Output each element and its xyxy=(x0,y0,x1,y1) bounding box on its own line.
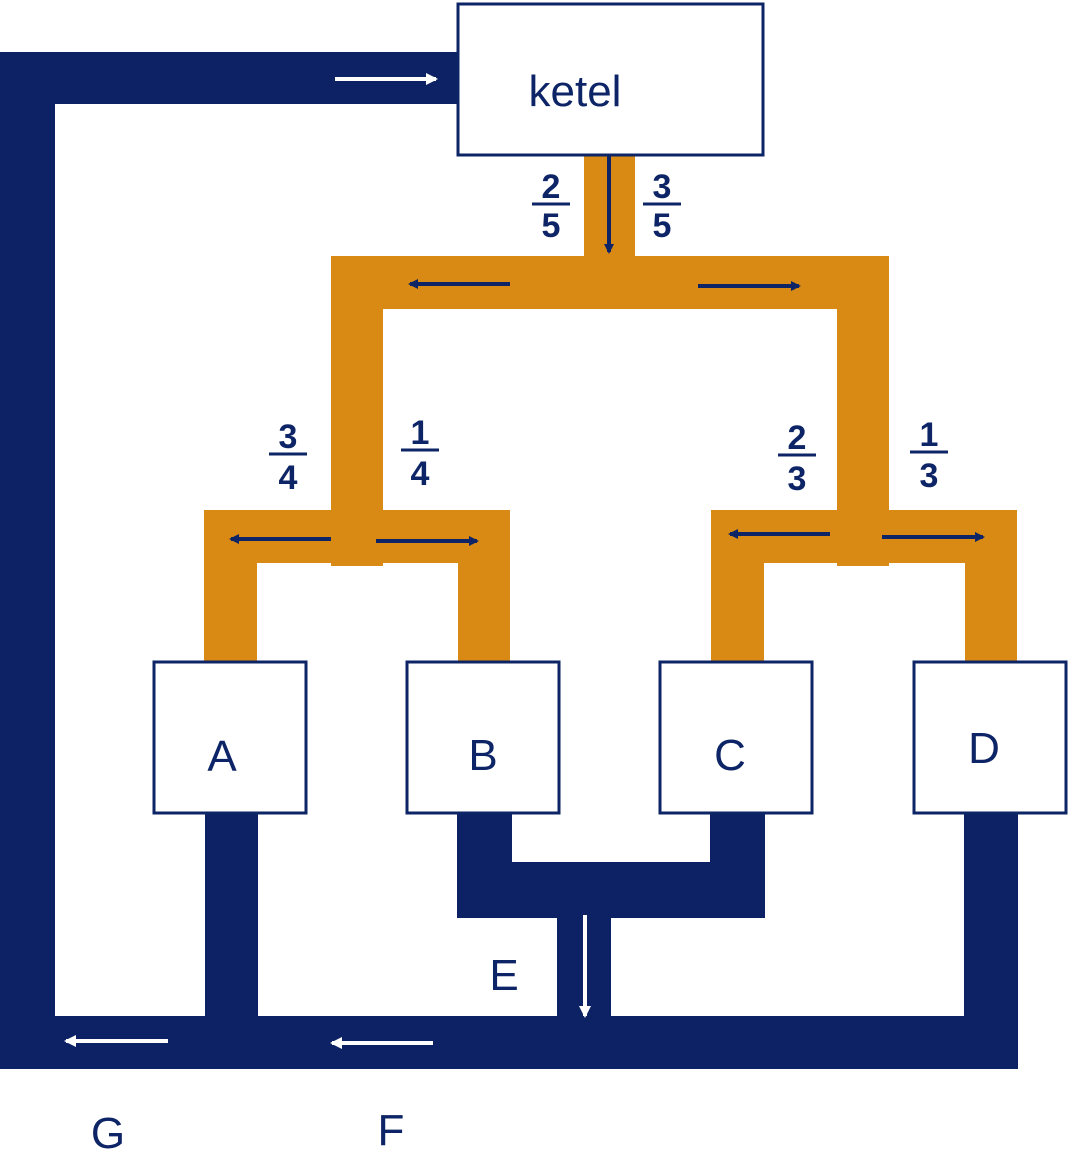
fraction-top-left-denominator: 5 xyxy=(542,207,561,245)
point-label-f: F xyxy=(378,1106,405,1154)
fraction-left-right: 1 4 xyxy=(401,414,439,493)
point-label-e: E xyxy=(489,951,518,1000)
return-flow-arrows xyxy=(64,73,591,1049)
fraction-right-right-denominator: 3 xyxy=(920,457,939,495)
return-pipe-bottom xyxy=(0,1016,1018,1069)
unit-b-box xyxy=(405,660,561,815)
fraction-top-right-numerator: 3 xyxy=(653,168,672,206)
supply-pipe-a xyxy=(204,510,257,665)
return-pipes xyxy=(0,52,1018,1069)
fraction-left-left-denominator: 4 xyxy=(279,459,298,497)
fraction-left-left-numerator: 3 xyxy=(279,418,298,456)
fraction-top-left: 2 5 xyxy=(532,168,570,245)
point-label-g: G xyxy=(91,1109,125,1154)
unit-d-box xyxy=(912,660,1068,815)
unit-b-label: B xyxy=(468,731,497,780)
unit-c-box xyxy=(658,660,814,815)
unit-a-box xyxy=(152,660,308,815)
boiler-label: ketel xyxy=(529,67,622,116)
fraction-left-right-numerator: 1 xyxy=(411,414,430,452)
boiler-box xyxy=(456,2,765,157)
return-pipe-left xyxy=(0,52,55,1069)
return-pipe-d xyxy=(964,813,1018,1023)
fraction-right-left: 2 3 xyxy=(778,419,816,498)
fraction-right-right-numerator: 1 xyxy=(920,416,939,454)
fraction-top-left-numerator: 2 xyxy=(542,168,561,206)
unit-a-label: A xyxy=(207,732,237,781)
supply-pipe-d xyxy=(965,510,1017,665)
fraction-top-right-denominator: 5 xyxy=(653,207,672,245)
fraction-left-left: 3 4 xyxy=(269,418,307,497)
supply-flow-arrows xyxy=(229,154,985,546)
fraction-right-left-numerator: 2 xyxy=(788,419,807,457)
fraction-top-right: 3 5 xyxy=(643,168,681,245)
fraction-left-right-denominator: 4 xyxy=(411,455,430,493)
fraction-right-left-denominator: 3 xyxy=(788,460,807,498)
unit-c-label: C xyxy=(714,731,746,780)
unit-d-label: D xyxy=(968,724,1000,773)
supply-pipe-b xyxy=(458,510,510,665)
fraction-right-right: 1 3 xyxy=(910,416,948,495)
return-pipe-a xyxy=(205,813,258,1023)
